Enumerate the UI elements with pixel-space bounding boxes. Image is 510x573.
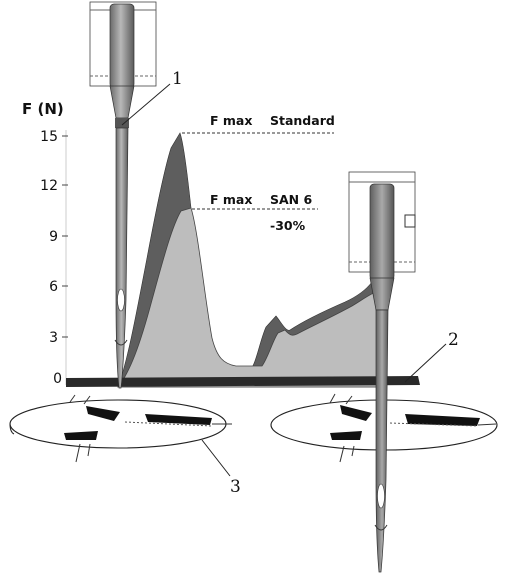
callout-1: 1 — [172, 69, 183, 89]
y-axis: F (N) 15 12 9 6 3 0 — [22, 100, 68, 387]
callout-leader-2 — [404, 343, 447, 383]
fmax-standard-label: F max — [210, 113, 252, 128]
fabric-baseline — [66, 376, 420, 387]
callout-2: 2 — [448, 330, 459, 350]
y-axis-title: F (N) — [22, 100, 64, 118]
callout-leader-1 — [121, 83, 171, 126]
clamp-screw-icon — [404, 214, 416, 228]
reduction-label: -30% — [270, 218, 306, 233]
callout-3: 3 — [230, 477, 241, 497]
tick-label-3: 3 — [49, 330, 58, 346]
tick-label-9: 9 — [49, 229, 58, 245]
needle-plate-left — [9, 394, 232, 463]
san6-label: SAN 6 — [270, 192, 312, 207]
fmax-san6-label: F max — [210, 192, 252, 207]
force-curves — [117, 132, 381, 388]
san6-needle — [348, 171, 416, 573]
tick-label-6: 6 — [49, 279, 58, 295]
tick-label-0: 0 — [53, 371, 62, 387]
standard-needle — [89, 1, 157, 389]
san6-needle-curve — [117, 207, 381, 388]
tick-label-12: 12 — [40, 178, 58, 194]
standard-label: Standard — [270, 113, 335, 128]
callout-leader-3 — [201, 439, 231, 477]
tick-label-15: 15 — [40, 129, 58, 145]
